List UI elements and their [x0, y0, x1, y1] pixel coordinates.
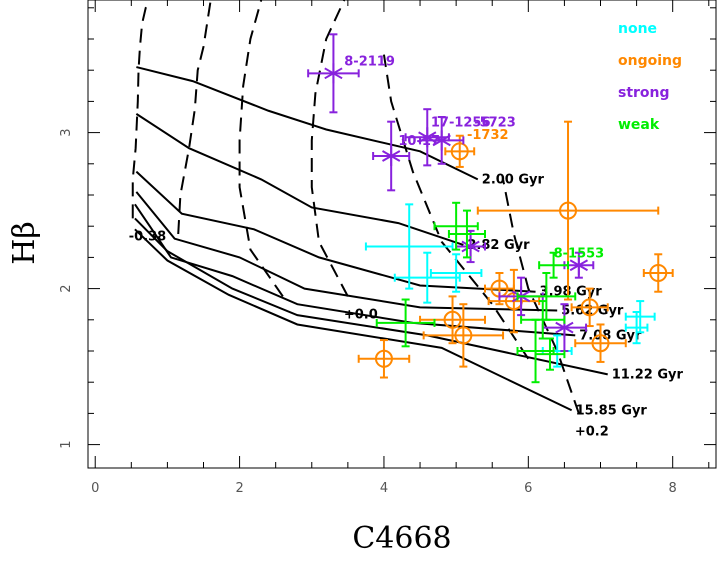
plot-frame [87, 0, 717, 469]
point-label: -5723 [474, 115, 516, 130]
x-axis-label: C4668 [352, 521, 451, 556]
star-stroke [324, 67, 343, 80]
data-point-strong [372, 120, 411, 192]
x-tick-label: 0 [91, 481, 99, 496]
data-point-weak [516, 272, 577, 321]
legend-entry-weak: weak [618, 117, 660, 133]
star-stroke [569, 259, 589, 272]
point-label: -1732 [467, 128, 509, 143]
circle-marker [580, 298, 599, 317]
data-point-strong [419, 116, 465, 165]
data-point-none [393, 251, 461, 304]
data-point-strong [307, 33, 360, 114]
age-line-label: 11.22 Gyr [612, 367, 684, 382]
data-point-strong [563, 251, 595, 279]
metallicity-line [131, 0, 151, 219]
x-tick-label: 8 [669, 481, 677, 496]
point-label: 8-2119 [344, 55, 395, 70]
x-tick-label: 6 [524, 481, 532, 496]
data-point-ongoing [574, 323, 627, 363]
data-point-none [624, 300, 656, 334]
data-point-ongoing [570, 287, 609, 328]
y-axis-label: Hβ [7, 221, 42, 265]
age-line-label: 5.62 Gyr [561, 303, 624, 318]
legend-entry-ongoing: ongoing [618, 53, 682, 69]
circle-marker [591, 334, 610, 353]
data-point-weak [538, 251, 570, 279]
point-label: 17-1256 [431, 115, 491, 130]
legend-entry-strong: strong [618, 85, 670, 101]
metallicity-line-label: +0.2 [575, 424, 609, 439]
data-point-ongoing [357, 339, 411, 379]
data-point-weak [520, 300, 566, 340]
y-tick-label: 3 [59, 128, 74, 136]
x-axis-ticks: 0 2 4 6 8 [91, 0, 710, 496]
circle-marker [443, 310, 462, 329]
metallicity-grid-lines [131, 0, 580, 414]
star-stroke [382, 150, 401, 162]
data-point-none [624, 311, 649, 345]
star-stroke [461, 240, 480, 253]
data-point-weak [375, 298, 436, 348]
circle-marker [454, 326, 473, 345]
age-line [135, 170, 536, 293]
point-labels: 8-2119 17-1256 10-17 -5723-1732 8-1553 [344, 55, 604, 262]
age-line-label: 2.82 Gyr [467, 238, 530, 253]
circle-marker [649, 264, 668, 282]
metallicity-line [238, 0, 284, 297]
data-points [307, 33, 674, 384]
metallicity-line [177, 0, 212, 235]
metallicity-line-label: +0.0 [344, 307, 378, 322]
legend: none ongoing strong weak [618, 21, 682, 133]
age-line-label: 7.08 Gyr [579, 328, 642, 343]
metallicity-line [382, 54, 530, 360]
y-tick-label: 2 [59, 284, 74, 292]
x-tick-label: 4 [380, 481, 388, 496]
point-label: 10-17 [398, 134, 440, 149]
age-line [135, 191, 558, 312]
data-point-none [429, 253, 483, 293]
star-stroke [432, 134, 451, 147]
data-point-weak [516, 318, 555, 384]
star-stroke [555, 321, 574, 334]
y-tick-label: 1 [59, 440, 74, 448]
metallicity-line [310, 0, 349, 297]
age-line-label: 3.98 Gyr [540, 285, 603, 300]
data-point-ongoing [476, 120, 660, 301]
age-line-label: 15.85 Gyr [576, 403, 648, 418]
y-axis-ticks: 1 2 3 [59, 7, 716, 449]
data-point-none [364, 203, 454, 290]
data-point-weak [433, 201, 479, 251]
age-line [136, 66, 479, 181]
circle-marker [450, 142, 469, 161]
metallicity-line-label: -0.38 [129, 229, 166, 244]
data-point-weak [447, 209, 487, 259]
circle-marker [374, 349, 393, 368]
age-line-label: 2.00 Gyr [482, 172, 545, 187]
legend-entry-none: none [618, 21, 657, 37]
point-label: 8-1553 [554, 246, 605, 261]
x-tick-label: 2 [235, 481, 243, 496]
metallicity-line [502, 179, 580, 414]
data-point-weak [534, 337, 566, 371]
data-point-ongoing [422, 303, 505, 368]
data-point-ongoing [642, 253, 674, 293]
circle-marker [559, 201, 578, 220]
